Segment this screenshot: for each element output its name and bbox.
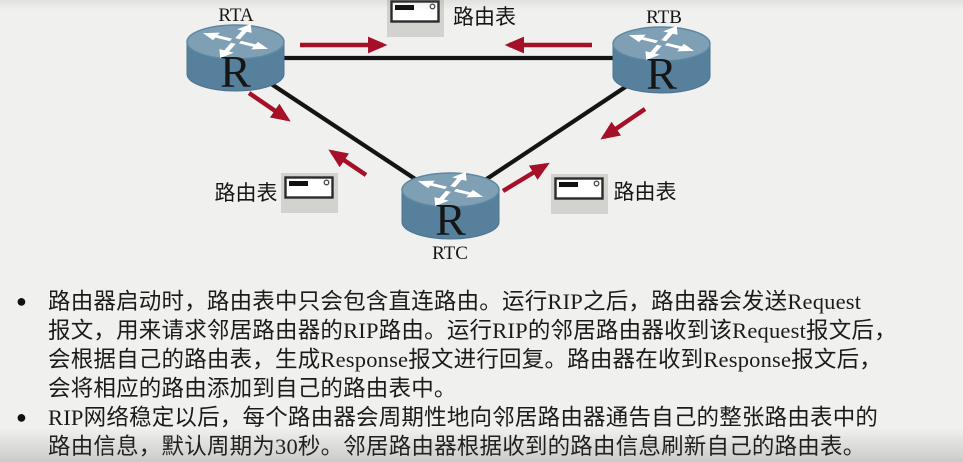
- bullet-marker: ●: [16, 291, 27, 311]
- router-icon-rtb: [612, 23, 711, 100]
- bullet-line: 会将相应的路由添加到自己的路由表中。: [48, 376, 457, 401]
- update-arrows: [247, 36, 647, 193]
- router-label-rtc: RTC: [432, 243, 468, 264]
- bullet-text-2: RIP网络稳定以后，每个路由器会周期性地向邻居路由器通告自己的整张路由表中的 路…: [48, 403, 952, 461]
- routing-table-icon-left: [279, 171, 340, 215]
- bullet-line: 路由信息，默认周期为30秒。邻居路由器根据收到的路由信息刷新自己的路由表。: [48, 434, 866, 459]
- bullet-text-1: 路由器启动时，路由表中只会包含直连路由。运行RIP之后，路由器会发送Reques…: [48, 287, 952, 403]
- network-topology-diagram: R: [186, 0, 711, 264]
- bullet-item-2: ● RIP网络稳定以后，每个路由器会周期性地向邻居路由器通告自己的整张路由表中的…: [16, 403, 952, 461]
- routing-table-label-left: 路由表: [215, 181, 278, 205]
- router-label-rtb: RTB: [646, 7, 682, 28]
- bullet-line: RIP网络稳定以后，每个路由器会周期性地向邻居路由器通告自己的整张路由表中的: [48, 405, 879, 430]
- routing-table-label-top: 路由表: [453, 5, 516, 29]
- routing-table-icon-top: [385, 0, 446, 39]
- bullet-line: 会根据自己的路由表，生成Response报文进行回复。路由器在收到Respons…: [48, 347, 882, 372]
- router-icon-rtc: [401, 169, 500, 246]
- arrow-rta-to-rtc: [247, 91, 291, 122]
- bullet-line: 报文，用来请求邻居路由器的RIP路由。运行RIP的邻居路由器收到该Request…: [48, 318, 897, 343]
- bullet-list: ● 路由器启动时，路由表中只会包含直连路由。运行RIP之后，路由器会发送Requ…: [16, 287, 952, 461]
- routing-table-icon-right: [549, 172, 610, 216]
- bullet-item-1: ● 路由器启动时，路由表中只会包含直连路由。运行RIP之后，路由器会发送Requ…: [16, 287, 952, 403]
- bullet-line: 路由器启动时，路由表中只会包含直连路由。运行RIP之后，路由器会发送Reques…: [48, 289, 862, 314]
- routing-table-label-right: 路由表: [614, 180, 677, 204]
- router-icon-rta: [186, 21, 285, 98]
- arrow-rtb-to-rtc: [600, 107, 647, 140]
- arrow-rtc-to-rta: [328, 149, 368, 177]
- arrow-rtc-to-rtb: [501, 162, 550, 193]
- router-label-rta: RTA: [218, 5, 254, 26]
- bullet-marker: ●: [16, 407, 27, 427]
